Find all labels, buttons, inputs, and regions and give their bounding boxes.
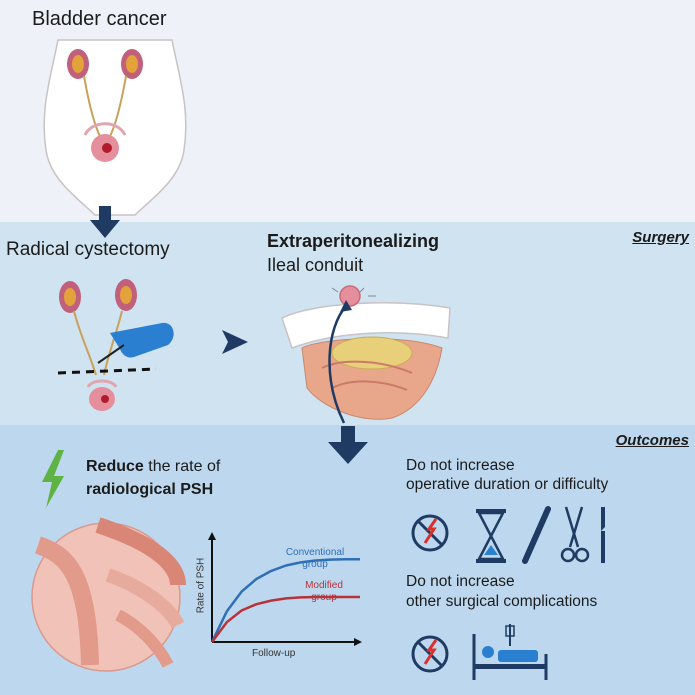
surgery-tag: Surgery: [632, 229, 689, 246]
y-axis-arrowhead: [208, 532, 216, 540]
cystectomy-illustration: [57, 279, 174, 411]
instrument-icon: [522, 506, 551, 564]
radical-cystectomy-title: Radical cystectomy: [6, 239, 170, 260]
outcomes-tag: Outcomes: [615, 432, 689, 449]
scalpel-icon: [97, 344, 125, 364]
torso-illustration: [43, 39, 187, 216]
conduit-route-arrow: [328, 305, 347, 424]
lightning-down-icon: [42, 450, 64, 508]
glove-hand-icon: [110, 322, 174, 358]
down-arrow-icon: [328, 426, 368, 464]
psh-line-chart: [208, 532, 362, 646]
chart-xlabel: Follow-up: [252, 648, 296, 659]
torso-outline: [43, 39, 187, 216]
reduce-text-line1: Reduce the rate of: [86, 458, 220, 476]
x-axis-arrowhead: [354, 638, 362, 646]
down-arrow-icon: [90, 206, 120, 238]
no-increase-icon: [411, 514, 449, 552]
no-increase-icon: [411, 635, 449, 673]
diagnosis-title: Bladder cancer: [32, 8, 167, 30]
outcome1-line2: operative duration or difficulty: [406, 476, 609, 493]
hospital-bed-icon: [472, 624, 548, 680]
outcome2-line1: Do not increase: [406, 573, 515, 590]
outcome2-line2: other surgical complications: [406, 593, 598, 610]
series-line-conventional: [210, 557, 360, 643]
right-arrow-icon: [222, 330, 248, 354]
icons-row-complications: [411, 624, 548, 680]
icons-row-duration: [411, 506, 605, 564]
reduce-rest: the rate of: [143, 458, 221, 475]
cut-line: [57, 367, 157, 375]
reduce-bold: Reduce: [86, 458, 144, 475]
reduce-text-line2: radiological PSH: [86, 481, 214, 498]
legend-modified: Modified group: [305, 580, 343, 603]
scalpel-icon: [601, 507, 605, 563]
extraperitonealizing-title: Extraperitonealizing: [267, 231, 440, 251]
outcome1-line1: Do not increase: [406, 457, 515, 474]
scissors-icon: [560, 506, 590, 563]
intestine-illustration: [31, 517, 186, 672]
hourglass-icon: [476, 509, 506, 563]
ileal-conduit-illustration: [281, 285, 451, 424]
legend-conventional: Conventional group: [285, 547, 345, 570]
ileal-conduit-title: Ileal conduit: [267, 255, 364, 275]
chart-ylabel: Rate of PSH: [195, 557, 207, 614]
series-line-modified: [210, 595, 360, 643]
stoma-icon: [339, 285, 361, 307]
